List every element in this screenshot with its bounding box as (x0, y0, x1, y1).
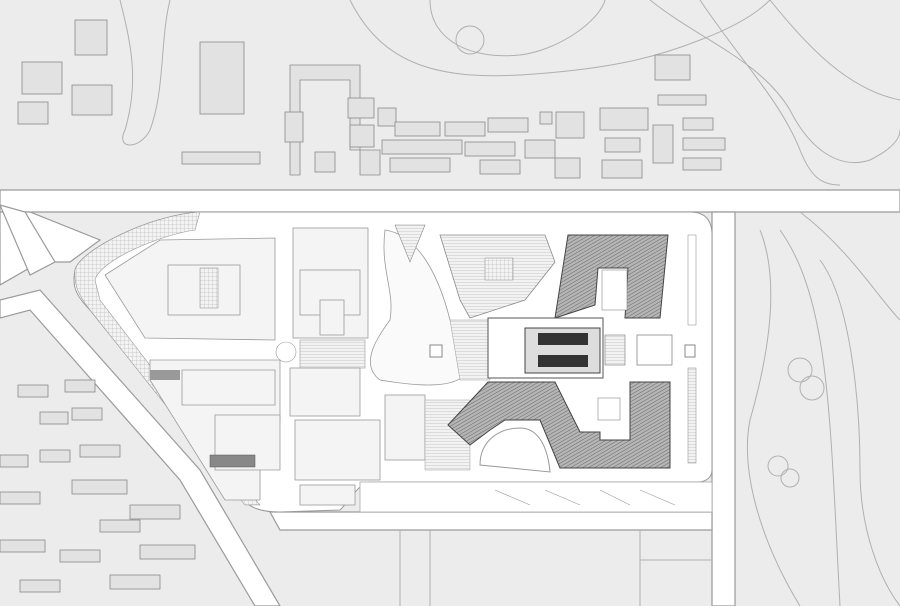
east-parking (687, 234, 697, 464)
north-wing-skylight (484, 257, 514, 281)
south-plot (359, 481, 713, 606)
main-east-west-road (0, 189, 900, 213)
central-hall (487, 317, 696, 379)
south-wing-roof (447, 381, 671, 469)
southwest-residential-buildings (0, 379, 196, 593)
east-park-area (747, 211, 900, 606)
central-garden (369, 224, 491, 471)
southwest-diagonal-road (0, 289, 281, 606)
north-park-area (119, 0, 900, 186)
south-courtyard (597, 397, 621, 421)
northwest-diagonal-road (0, 204, 56, 276)
northeast-courtyard (601, 269, 628, 311)
south-road (268, 511, 713, 531)
west-existing-complex (74, 211, 426, 506)
east-north-south-road (711, 211, 736, 606)
north-existing-buildings (17, 19, 726, 179)
northeast-wing-roof (554, 234, 669, 319)
south-plaza (479, 427, 551, 473)
